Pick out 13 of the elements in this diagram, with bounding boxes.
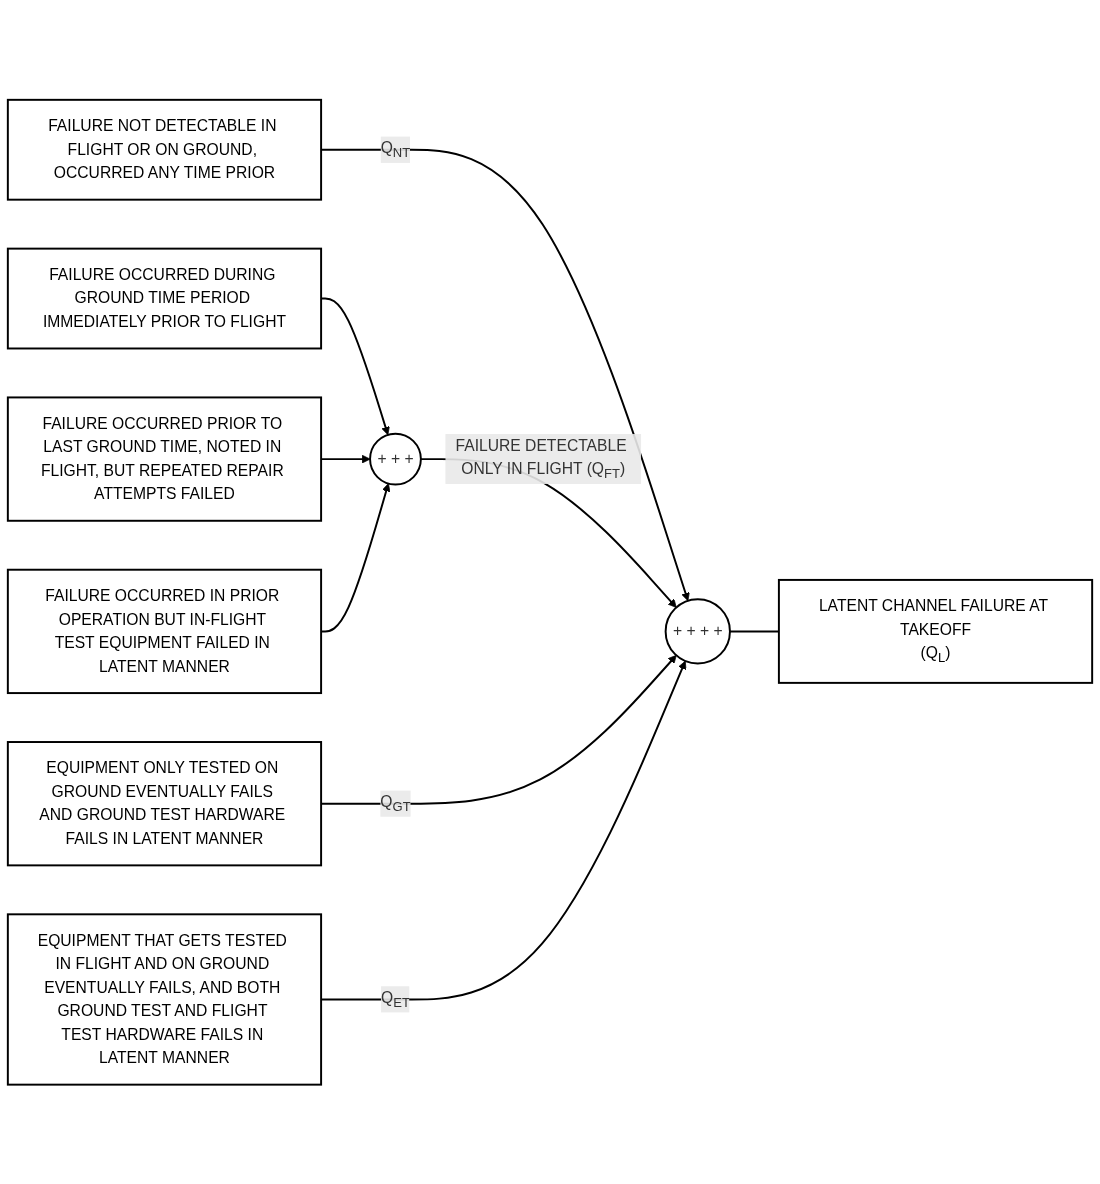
edge-label: Q$_{GT}$ [380, 793, 411, 814]
node-circle: + + + + [664, 598, 731, 665]
node-box: FAILURE OCCURRED PRIOR TO LAST GROUND TIME, NOTED IN FLIGHT, BUT REPEATED REPAIR ATTEMPTS FAILED [6, 396, 323, 522]
node-circle: + + + [369, 432, 422, 486]
node-box: FAILURE OCCURRED DURING GROUND TIME PERIOD IMMEDIATELY PRIOR TO FLIGHT [6, 247, 323, 350]
node-box: EQUIPMENT THAT GETS TESTED IN FLIGHT AND ON GROUND EVENTUALLY FAILS, AND BOTH GROUND TEST AND FLIGHT TEST HARDWARE FAILS IN LATENT MANNER [6, 913, 323, 1086]
edge-label: Q$_{ET}$ [381, 988, 410, 1010]
node-box: LATENT CHANNEL FAILURE AT TAKEOFF (Q$_{L}$) [777, 578, 1094, 684]
node-box: EQUIPMENT ONLY TESTED ON GROUND EVENTUALLY FAILS AND GROUND TEST HARDWARE FAILS IN LATENT MANNER [6, 740, 323, 867]
edge-label: Q$_{NT}$ [380, 139, 411, 160]
node-box: FAILURE OCCURRED IN PRIOR OPERATION BUT IN-FLIGHT TEST EQUIPMENT FAILED IN LATENT MANNER [6, 568, 323, 694]
edge-label: FAILURE DETECTABLE ONLY IN FLIGHT (Q$_{FT}$) [455, 436, 627, 481]
node-box: FAILURE NOT DETECTABLE IN FLIGHT OR ON GROUND, OCCURRED ANY TIME PRIOR [6, 98, 323, 201]
